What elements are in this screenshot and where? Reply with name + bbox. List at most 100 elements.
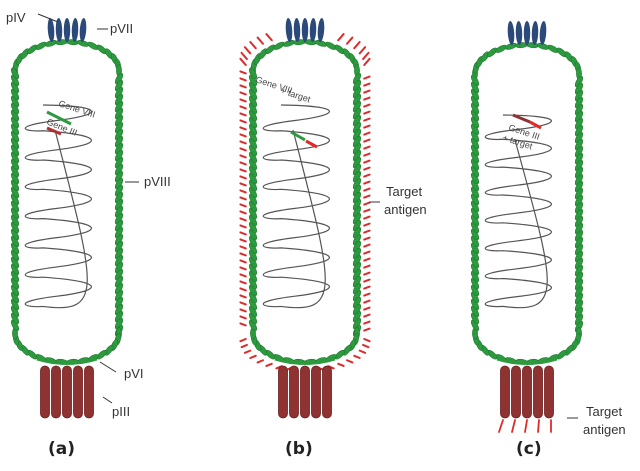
- target-antigen-pVIII: [239, 161, 247, 166]
- pVII-tip-protein: [309, 18, 317, 42]
- side-label-c-2: antigen: [583, 422, 626, 437]
- target-antigen-pVIII: [362, 51, 370, 61]
- label-pIII: pIII: [112, 404, 130, 419]
- target-antigen-pVIII: [239, 280, 247, 285]
- target-antigen-pVIII: [239, 259, 247, 264]
- target-antigen-pVIII: [363, 271, 371, 276]
- pIII-tip-protein: [311, 365, 321, 419]
- pIII-tip-protein: [322, 365, 332, 419]
- panel-b: [239, 18, 371, 419]
- pIII-tip-protein: [533, 365, 543, 419]
- pVII-tip-protein: [47, 18, 55, 42]
- target-antigen-pVIII: [239, 70, 247, 75]
- target-antigen-pVIII: [243, 349, 252, 354]
- pVIII-coat-protein: [470, 74, 480, 87]
- target-antigen-pVIII: [363, 257, 371, 262]
- panel-c: [470, 21, 584, 433]
- pVIII-coat-protein: [27, 44, 38, 55]
- pVIII-coat-protein: [342, 344, 352, 356]
- target-antigen-pVIII: [239, 315, 247, 320]
- target-antigen-pVIII: [239, 231, 247, 236]
- pVIII-coat-protein: [248, 67, 258, 80]
- side-label-b-2: antigen: [384, 202, 427, 217]
- target-antigen-pVIII: [256, 36, 265, 45]
- pVIII-coat-protein: [487, 47, 498, 58]
- target-antigen-pVIII: [363, 250, 371, 255]
- pIII-tip-protein: [51, 365, 61, 419]
- target-antigen-pVIII: [243, 46, 252, 55]
- target-antigen-pVIII: [239, 154, 247, 159]
- pVII-tip-protein: [55, 18, 63, 42]
- target-antigen-pVIII: [363, 313, 371, 318]
- gene-III-segment: [512, 113, 531, 124]
- pVIII-coat-protein: [334, 349, 345, 360]
- phage-genome-dna: [262, 104, 330, 309]
- target-antigen-pVIII: [239, 140, 247, 145]
- label-pIV: pIV: [6, 10, 26, 25]
- target-antigen-pVIII: [239, 175, 247, 180]
- target-antigen-pVIII: [363, 306, 371, 311]
- target-antigen-pVIII: [239, 77, 247, 82]
- target-antigen-pVIII: [239, 119, 247, 124]
- target-antigen-pVIII: [239, 287, 247, 292]
- pVIII-coat-protein: [265, 44, 276, 55]
- target-antigen-pVIII: [353, 40, 361, 50]
- target-antigen-pVIII: [239, 252, 247, 257]
- target-antigen-pVIII: [363, 292, 371, 297]
- phage-genome-dna: [484, 114, 552, 309]
- target-antigen-pVIII: [239, 338, 247, 343]
- panel-a: [10, 18, 124, 419]
- target-antigen-pVIII: [363, 215, 371, 220]
- target-antigen-pVIII: [239, 168, 247, 173]
- target-antigen-pVIII: [239, 133, 247, 138]
- target-antigen-pVIII: [363, 194, 371, 199]
- pVII-tip-protein: [523, 21, 531, 45]
- target-antigen-pVIII: [363, 57, 371, 66]
- target-antigen-pVIII: [363, 145, 371, 150]
- target-antigen-pIII: [524, 419, 528, 433]
- pVIII-coat-protein: [556, 349, 567, 360]
- target-antigen-pVIII: [363, 264, 371, 269]
- target-antigen-pVIII: [363, 89, 371, 94]
- pVII-tip-protein: [79, 18, 87, 42]
- target-antigen-pVIII: [363, 327, 371, 332]
- pIII-tip-protein: [522, 365, 532, 419]
- target-antigen-pVIII: [358, 349, 367, 354]
- pVII-tip-protein: [71, 18, 79, 42]
- gene-label-b-2: + target: [279, 85, 312, 104]
- pVI-band: [274, 357, 336, 365]
- pVII-tip-protein: [507, 21, 515, 45]
- pVII-tip-protein: [285, 18, 293, 42]
- pIII-tip-protein: [40, 365, 50, 419]
- pIII-tip-protein: [84, 365, 94, 419]
- target-antigen-pVIII: [363, 222, 371, 227]
- pVII-tip-protein: [293, 18, 301, 42]
- pVIII-coat-protein: [480, 51, 490, 63]
- target-antigen-pVIII: [363, 159, 371, 164]
- target-antigen-pVIII: [363, 285, 371, 290]
- target-antigen-pVIII: [239, 266, 247, 271]
- pVIII-coat-protein: [10, 67, 20, 80]
- target-antigen-pVIII: [239, 210, 247, 215]
- target-antigen-pVIII: [363, 236, 371, 241]
- target-antigen-pVIII: [256, 359, 265, 364]
- pVII-tip-protein: [531, 21, 539, 45]
- pIII-tip-protein: [62, 365, 72, 419]
- target-antigen-pVIII: [363, 138, 371, 143]
- target-antigen-pVIII: [265, 33, 273, 42]
- pVI-leader-line: [99, 361, 117, 373]
- target-antigen-pIII: [498, 419, 504, 433]
- pVIII-coat-protein: [20, 48, 30, 60]
- pVII-tip-protein: [317, 18, 325, 42]
- target-antigen-pVIII: [337, 362, 345, 367]
- gene-VIII-segment: [46, 110, 72, 126]
- target-antigen-pVIII: [265, 362, 273, 367]
- target-antigen-pVIII: [363, 180, 371, 185]
- target-gene-segment: [305, 139, 318, 149]
- gene-III-segment: [46, 126, 62, 136]
- target-antigen-pVIII: [363, 110, 371, 115]
- pVIII-coat-protein: [258, 48, 268, 60]
- target-antigen-pVIII: [363, 243, 371, 248]
- target-antigen-pVIII: [363, 96, 371, 101]
- target-antigen-pVIII: [239, 182, 247, 187]
